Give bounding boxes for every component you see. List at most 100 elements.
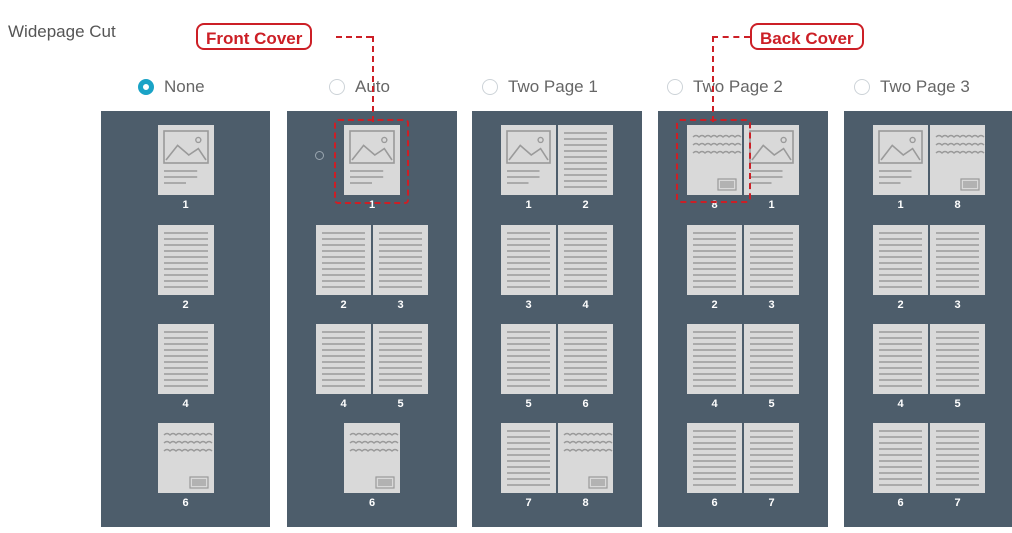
spread-fold-line (556, 324, 558, 394)
cover-page-icon (501, 125, 556, 195)
page-number: 2 (711, 299, 718, 311)
page-thumbnail (344, 125, 400, 195)
back-cover-leader (712, 36, 750, 38)
text-page-icon (687, 225, 742, 295)
page-number: 6 (582, 398, 589, 410)
text-page-icon (687, 423, 742, 493)
page-number: 5 (954, 398, 961, 410)
option-label: None (164, 77, 205, 96)
text-page-icon (873, 423, 928, 493)
spread-page-thumbnail (873, 125, 928, 195)
widepage-cut-label: Widepage Cut (8, 22, 116, 41)
radio-button-icon[interactable] (482, 79, 498, 95)
layout-preview-panel-1[interactable]: 1 2 4 6 (101, 111, 270, 527)
page-number: 4 (582, 299, 589, 311)
page-thumbnail (157, 125, 214, 195)
page-number: 3 (397, 299, 404, 311)
front-cover-leader-vertical (372, 36, 374, 122)
text-page-icon (873, 324, 928, 394)
spread-page-thumbnail (316, 225, 371, 295)
spread-fold-line (928, 125, 930, 195)
back-cover-page-icon (687, 125, 742, 195)
option-two-page-3[interactable]: Two Page 3 (854, 74, 970, 100)
option-two-page-2[interactable]: Two Page 2 (667, 74, 783, 100)
option-label: Two Page 3 (880, 77, 970, 96)
page-number: 1 (182, 199, 189, 211)
spread-page-thumbnail (501, 324, 556, 394)
text-page-icon (744, 324, 799, 394)
text-page-icon (930, 423, 985, 493)
text-page-icon (157, 225, 214, 295)
text-page-icon (744, 423, 799, 493)
radio-button-icon[interactable] (329, 79, 345, 95)
page-number: 3 (954, 299, 961, 311)
spread-page-thumbnail (744, 324, 799, 394)
option-two-page-1[interactable]: Two Page 1 (482, 74, 598, 100)
text-page-icon (316, 225, 371, 295)
page-number: 7 (768, 497, 775, 509)
radio-button-icon[interactable] (854, 79, 870, 95)
text-page-icon (316, 324, 371, 394)
page-thumbnail (344, 423, 400, 493)
front-cover-leader (336, 36, 372, 38)
spread-fold-line (742, 225, 744, 295)
cover-page-icon (873, 125, 928, 195)
front-cover-highlight (334, 119, 409, 204)
option-auto[interactable]: Auto (329, 74, 390, 100)
spread-page-thumbnail (687, 225, 742, 295)
spread-fold-line (742, 125, 744, 195)
text-page-icon (873, 225, 928, 295)
page-number: 6 (368, 497, 376, 509)
spread-page-thumbnail (501, 225, 556, 295)
option-none[interactable]: None (138, 74, 205, 100)
spread-page-thumbnail (558, 225, 613, 295)
page-thumbnail (157, 423, 214, 493)
spread-fold-line (928, 324, 930, 394)
page-number: 4 (182, 398, 189, 410)
spread-page-thumbnail (873, 225, 928, 295)
page-thumbnail (157, 225, 214, 295)
spread-page-thumbnail (873, 423, 928, 493)
page-number: 4 (897, 398, 904, 410)
page-number: 2 (182, 299, 189, 311)
page-number: 6 (182, 497, 189, 509)
spread-fold-line (928, 423, 930, 493)
page-number: 2 (897, 299, 904, 311)
text-page-icon (930, 324, 985, 394)
spread-page-thumbnail (873, 324, 928, 394)
text-page-icon (744, 225, 799, 295)
text-page-icon (558, 225, 613, 295)
spread-fold-line (742, 423, 744, 493)
spread-page-thumbnail (558, 324, 613, 394)
page-number: 7 (525, 497, 532, 509)
spread-page-thumbnail (744, 125, 799, 195)
text-page-icon (501, 324, 556, 394)
back-cover-page-icon (930, 125, 985, 195)
page-number: 4 (711, 398, 718, 410)
spread-fold-line (742, 324, 744, 394)
text-page-icon (930, 225, 985, 295)
back-cover-leader-vertical (712, 36, 714, 122)
back-cover-highlight (676, 119, 751, 203)
spread-page-thumbnail (930, 225, 985, 295)
radio-button-icon[interactable] (667, 79, 683, 95)
spread-fold-line (556, 125, 558, 195)
spread-page-thumbnail (558, 125, 613, 195)
radio-button-icon[interactable] (138, 79, 154, 95)
back-cover-callout: Back Cover (750, 23, 864, 50)
option-label: Two Page 2 (693, 77, 783, 96)
spread-page-thumbnail (687, 324, 742, 394)
spread-page-thumbnail (687, 125, 742, 195)
text-page-icon (501, 225, 556, 295)
page-number: 8 (582, 497, 589, 509)
text-page-icon (558, 125, 613, 195)
page-number: 5 (768, 398, 775, 410)
spread-page-thumbnail (744, 423, 799, 493)
page-number: 5 (525, 398, 532, 410)
spread-page-thumbnail (558, 423, 613, 493)
page-number: 3 (768, 299, 775, 311)
